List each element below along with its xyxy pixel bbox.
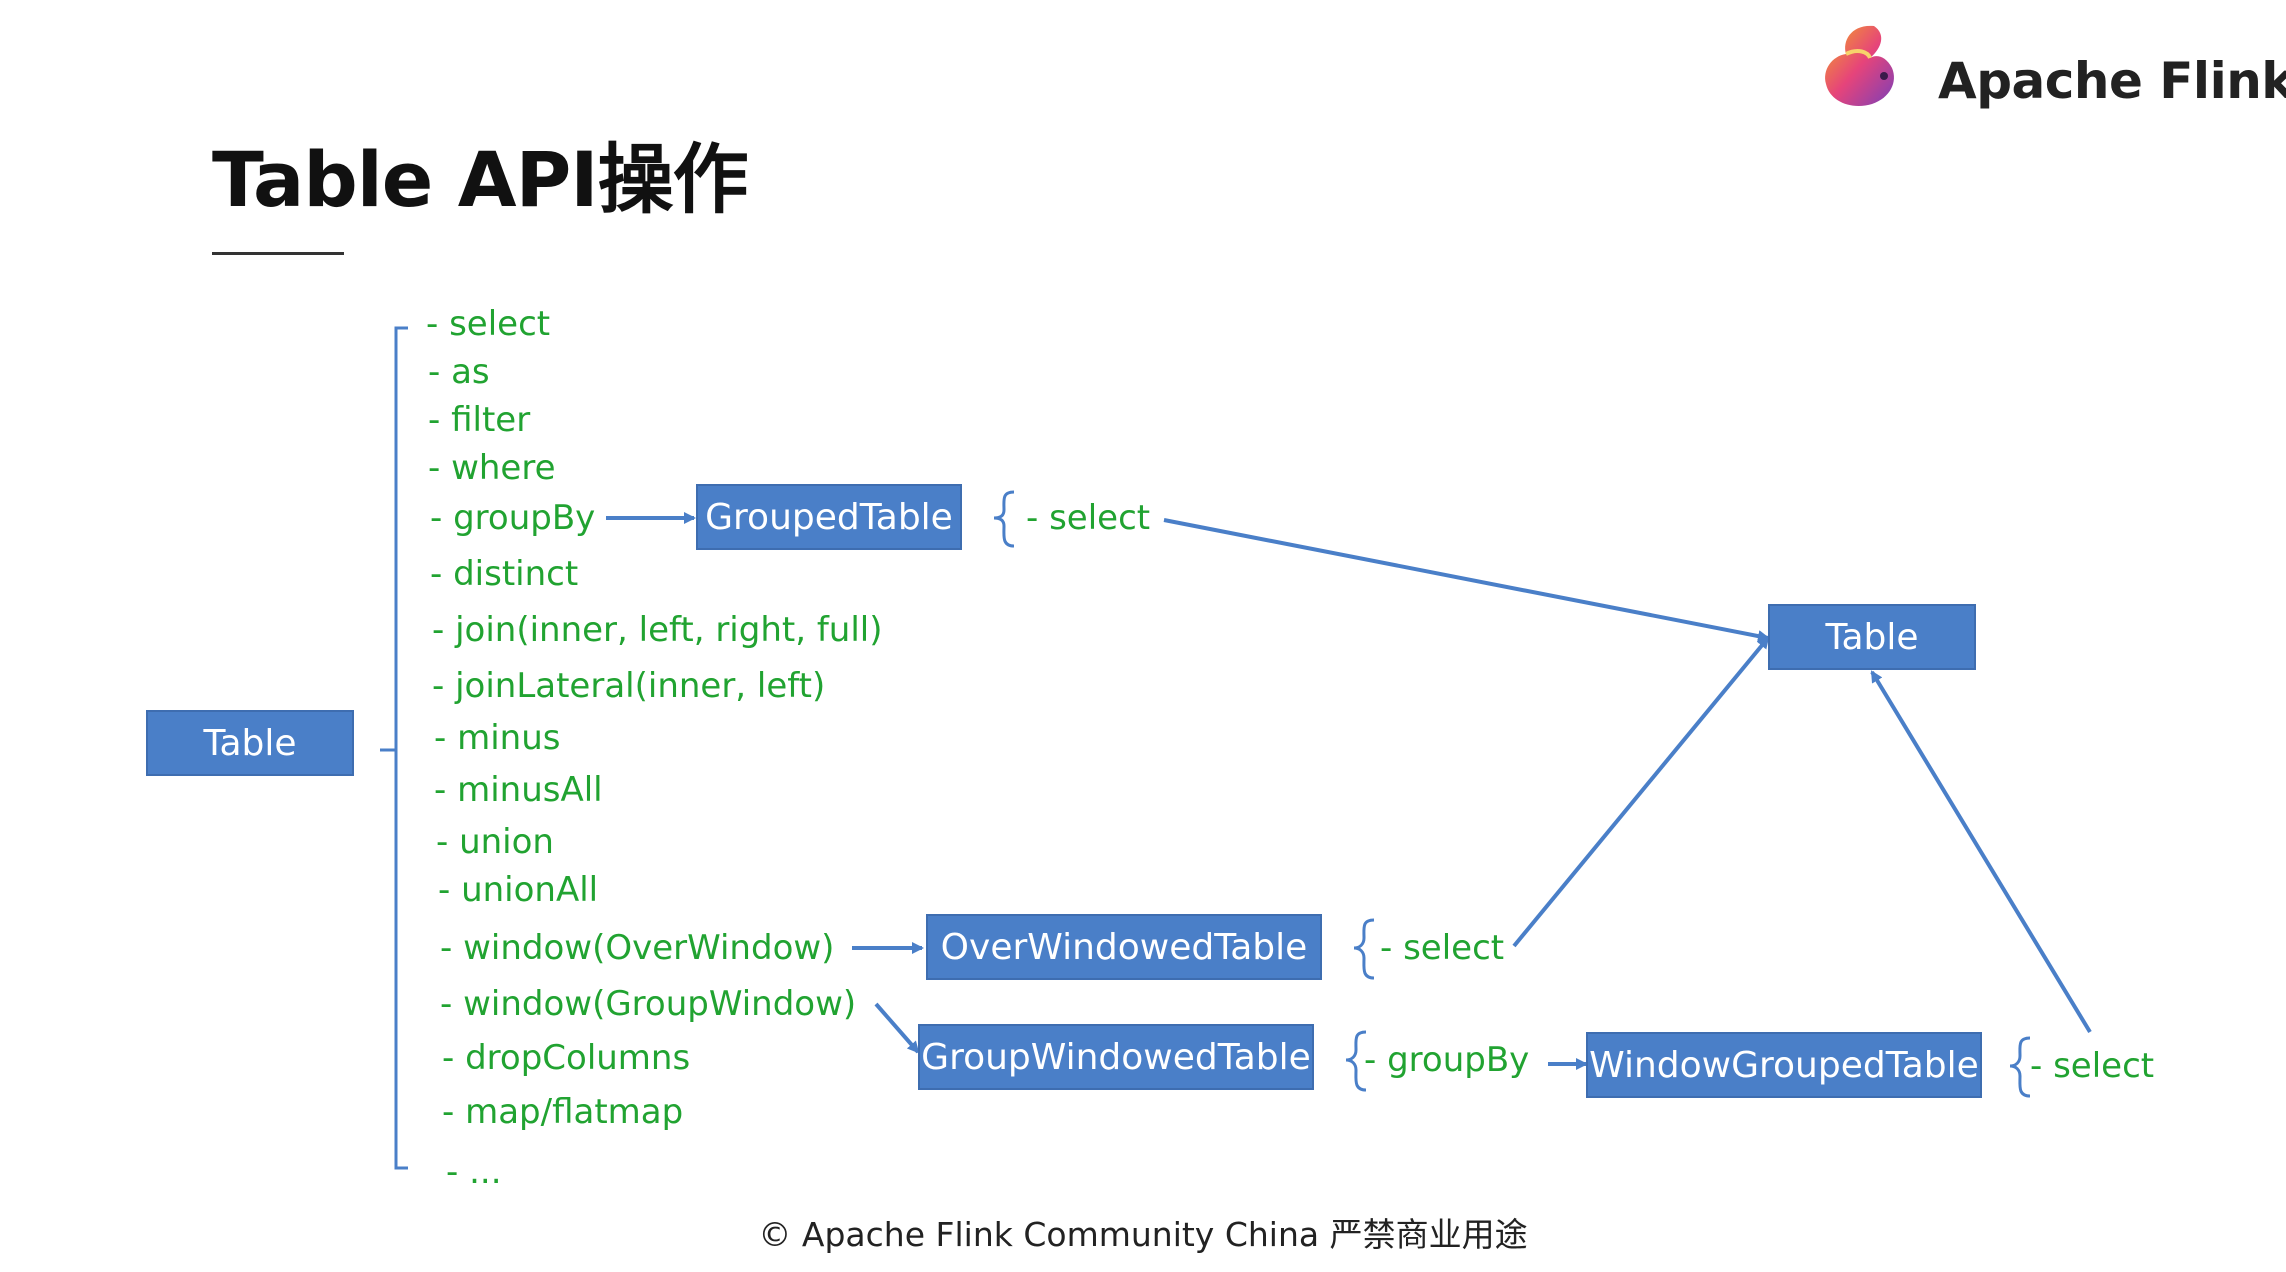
grouped-table-box: GroupedTable xyxy=(696,484,962,550)
brand-name: Apache Flink xyxy=(1938,52,2286,110)
footer-copyright: © Apache Flink Community China 严禁商业用途 xyxy=(758,1215,1528,1254)
brace-grouped xyxy=(993,490,1015,548)
title-underline xyxy=(212,252,344,255)
over-windowed-select: - select xyxy=(1380,928,1505,968)
op-item: - join(inner, left, right, full) xyxy=(432,610,883,650)
over-windowed-table-box: OverWindowedTable xyxy=(926,914,1322,980)
brace-windowgrouped xyxy=(2009,1036,2031,1098)
op-item: - distinct xyxy=(430,554,579,594)
arrow-grouped-select-to-table xyxy=(1163,518,1770,642)
op-item: - joinLateral(inner, left) xyxy=(432,666,826,706)
op-item: - select xyxy=(426,304,551,344)
page-title: Table API操作 xyxy=(212,135,749,224)
op-item: - minus xyxy=(434,718,561,758)
operations-bracket xyxy=(394,326,408,1170)
arrow-over-select-to-table xyxy=(1512,636,1770,948)
brace-groupwindow xyxy=(1345,1030,1367,1092)
grouped-table-select: - select xyxy=(1026,498,1151,538)
op-item: - as xyxy=(428,352,490,392)
op-item: - groupBy xyxy=(430,498,596,538)
group-windowed-groupby: - groupBy xyxy=(1364,1040,1530,1080)
op-item: - union xyxy=(436,822,554,862)
op-item: - window(GroupWindow) xyxy=(440,984,857,1024)
op-item: - filter xyxy=(428,400,531,440)
op-item: - unionAll xyxy=(438,870,599,910)
arrow-windowgrouped-select-to-table xyxy=(1870,670,2092,1034)
op-item: - window(OverWindow) xyxy=(440,928,835,968)
op-item: - minusAll xyxy=(434,770,603,810)
brace-over xyxy=(1353,918,1375,980)
op-item: - ... xyxy=(446,1152,502,1192)
table-source-box: Table xyxy=(146,710,354,776)
table-result-box: Table xyxy=(1768,604,1976,670)
window-grouped-select: - select xyxy=(2030,1046,2155,1086)
op-item: - where xyxy=(428,448,556,488)
arrow-groupwindow-to-groupwindowedtable xyxy=(874,1002,920,1054)
op-item: - dropColumns xyxy=(442,1038,691,1078)
op-item: - map/flatmap xyxy=(442,1092,684,1132)
flink-logo-icon xyxy=(1812,18,1912,118)
window-grouped-table-box: WindowGroupedTable xyxy=(1586,1032,1982,1098)
group-windowed-table-box: GroupWindowedTable xyxy=(918,1024,1314,1090)
